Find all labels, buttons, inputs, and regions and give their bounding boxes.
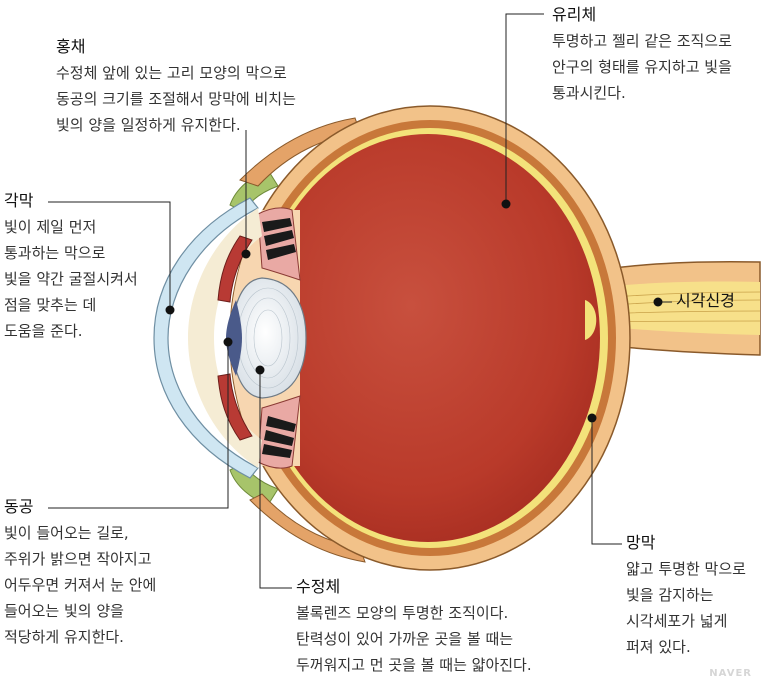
label-pupil-line: 빛이 들어오는 길로,: [4, 524, 129, 542]
label-lens: 수정체 볼록렌즈 모양의 투명한 조직이다. 탄력성이 있어 가까운 곳을 볼 …: [296, 574, 532, 678]
label-cornea-line: 도움을 준다.: [4, 322, 83, 340]
leader-retina: [591, 418, 622, 545]
vitreous-body: [256, 134, 600, 542]
dot-pupil: [223, 337, 233, 347]
label-retina-line: 시각세포가 넓게: [626, 612, 728, 630]
label-iris-line: 수정체 앞에 있는 고리 모양의 막으로: [56, 64, 287, 82]
label-retina-title: 망막: [626, 533, 656, 552]
leader-cornea: [48, 201, 171, 310]
label-iris: 홍채 수정체 앞에 있는 고리 모양의 막으로 동공의 크기를 조절해서 망막에…: [56, 34, 296, 138]
label-iris-line: 동공의 크기를 조절해서 망막에 비치는: [56, 90, 296, 108]
label-vitreous: 유리체 투명하고 젤리 같은 조직으로 안구의 형태를 유지하고 빛을 통과시킨…: [552, 2, 732, 106]
label-vitreous-line: 통과시킨다.: [552, 84, 626, 102]
label-cornea-line: 빛이 제일 먼저: [4, 218, 97, 236]
leader-pupil: [48, 342, 229, 509]
marker-dots: [165, 199, 663, 423]
leader-vitreous: [505, 13, 544, 204]
label-iris-line: 빛의 양을 일정하게 유지한다.: [56, 116, 241, 134]
label-lens-line: 탄력성이 있어 가까운 곳을 볼 때는: [296, 630, 514, 648]
lens: [231, 277, 307, 399]
label-cornea-line: 빛을 약간 굴절시켜서: [4, 270, 138, 288]
label-lens-line: 볼록렌즈 모양의 투명한 조직이다.: [296, 604, 509, 622]
dot-optic: [653, 297, 663, 307]
label-pupil-line: 어두우면 커져서 눈 안에: [4, 576, 157, 594]
label-lens-title: 수정체: [296, 577, 341, 596]
label-cornea-line: 통과하는 막으로: [4, 244, 106, 262]
dot-lens: [255, 365, 265, 375]
aqueous-humor: [188, 208, 262, 468]
label-vitreous-line: 안구의 형태를 유지하고 빛을: [552, 58, 732, 76]
dot-iris: [241, 249, 251, 259]
iris-lower: [217, 373, 253, 441]
label-optic-nerve: 시각신경: [676, 288, 735, 314]
label-cornea-title: 각막: [4, 191, 34, 210]
cornea: [153, 197, 259, 479]
dot-cornea: [165, 305, 175, 315]
label-cornea-line: 점을 맞추는 데: [4, 296, 97, 314]
label-retina-line: 퍼져 있다.: [626, 638, 691, 656]
label-retina: 망막 얇고 투명한 막으로 빛을 감지하는 시각세포가 넓게 퍼져 있다.: [626, 530, 746, 660]
label-pupil-line: 들어오는 빛의 양을: [4, 602, 124, 620]
pupil-shadow: [226, 300, 242, 376]
label-pupil: 동공 빛이 들어오는 길로, 주위가 밝으면 작아지고 어두우면 커져서 눈 안…: [4, 494, 156, 650]
label-retina-line: 얇고 투명한 막으로: [626, 560, 746, 578]
label-pupil-line: 주위가 밝으면 작아지고: [4, 550, 152, 568]
dot-vitreous: [501, 199, 511, 209]
label-vitreous-title: 유리체: [552, 5, 597, 24]
label-pupil-title: 동공: [4, 497, 34, 516]
watermark-logo: NAVER: [709, 668, 752, 679]
leader-lines: [48, 13, 672, 589]
dot-retina: [587, 413, 597, 423]
label-optic-title: 시각신경: [676, 291, 735, 310]
label-lens-line: 두꺼워지고 먼 곳을 볼 때는 얇아진다.: [296, 656, 532, 674]
leader-lens: [259, 370, 292, 589]
label-iris-title: 홍채: [56, 37, 86, 56]
optic-disc: [585, 300, 597, 340]
label-cornea: 각막 빛이 제일 먼저 통과하는 막으로 빛을 약간 굴절시켜서 점을 맞추는 …: [4, 188, 138, 344]
label-retina-line: 빛을 감지하는: [626, 586, 714, 604]
label-pupil-line: 적당하게 유지한다.: [4, 628, 124, 646]
label-vitreous-line: 투명하고 젤리 같은 조직으로: [552, 32, 732, 50]
